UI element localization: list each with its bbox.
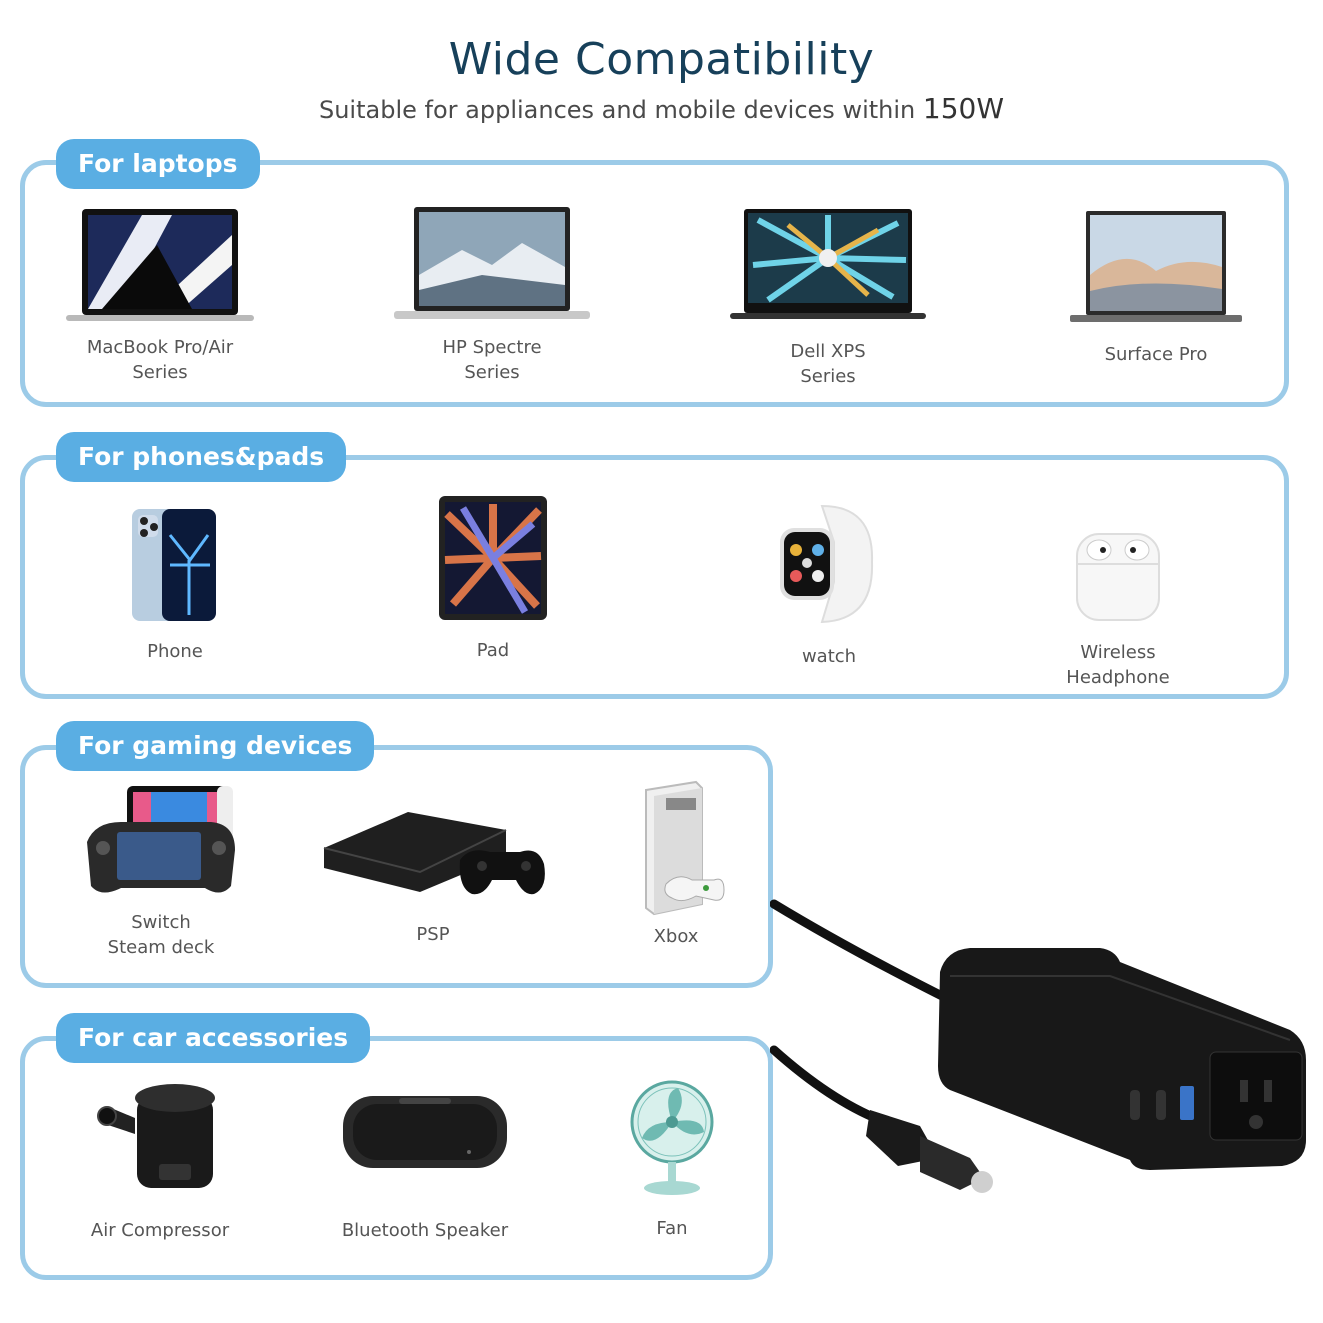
phones-tag: For phones&pads bbox=[56, 432, 347, 482]
gaming-item-xbox: Xbox bbox=[606, 780, 746, 949]
phone-item-watch: watch bbox=[754, 502, 904, 669]
pad-label: Pad bbox=[476, 640, 510, 661]
phone-item-pad: Pad bbox=[418, 494, 568, 663]
handheld-console-icon bbox=[87, 786, 235, 893]
xbox-label: Xbox bbox=[653, 926, 699, 947]
laptop-item-surface: Surface Pro bbox=[1056, 205, 1256, 367]
car-plug-icon bbox=[866, 1110, 993, 1193]
tablet-icon bbox=[439, 496, 547, 620]
game-console-icon bbox=[323, 812, 545, 895]
phone-icon bbox=[132, 509, 216, 621]
car-tag: For car accessories bbox=[56, 1013, 371, 1063]
fan-icon bbox=[630, 1080, 714, 1195]
gaming-item-switch: Switch Steam deck bbox=[76, 782, 246, 960]
gaming-tag: For gaming devices bbox=[56, 721, 375, 771]
xbox-console-icon bbox=[645, 780, 725, 916]
air-compressor-icon bbox=[97, 1084, 215, 1188]
speaker-label: Bluetooth Speaker bbox=[341, 1220, 509, 1241]
dell-laptop-icon bbox=[730, 209, 926, 319]
laptop-item-dell: Dell XPS Series bbox=[728, 205, 928, 389]
inverter-body-icon bbox=[938, 948, 1306, 1170]
car-item-compressor: Air Compressor bbox=[80, 1078, 240, 1243]
phone-item-phone: Phone bbox=[100, 505, 250, 664]
bluetooth-speaker-icon bbox=[343, 1096, 507, 1168]
gaming-item-psp: PSP bbox=[318, 808, 548, 947]
phone-label: Phone bbox=[147, 641, 203, 662]
car-item-fan: Fan bbox=[610, 1078, 734, 1241]
watch-icon bbox=[780, 504, 874, 624]
power-inverter-product bbox=[770, 899, 1306, 1193]
laptop-label: HP Spectre Series bbox=[442, 337, 542, 383]
headphone-label: Wireless Headphone bbox=[1066, 642, 1170, 688]
macbook-icon bbox=[66, 209, 254, 321]
page-title: Wide Compatibility bbox=[448, 34, 875, 85]
laptop-item-macbook: MacBook Pro/Air Series bbox=[60, 205, 260, 385]
subtitle-text: Suitable for appliances and mobile devic… bbox=[318, 96, 916, 124]
psp-label: PSP bbox=[416, 924, 450, 945]
surface-laptop-icon bbox=[1070, 211, 1242, 322]
watch-label: watch bbox=[801, 646, 857, 667]
laptop-label: Dell XPS Series bbox=[790, 341, 866, 387]
fan-label: Fan bbox=[656, 1218, 688, 1239]
page-subtitle: Suitable for appliances and mobile devic… bbox=[0, 92, 1323, 125]
laptops-tag: For laptops bbox=[56, 139, 260, 189]
hp-laptop-icon bbox=[394, 207, 590, 319]
phone-item-headphone: Wireless Headphone bbox=[1043, 528, 1193, 690]
laptop-item-hp: HP Spectre Series bbox=[392, 205, 592, 385]
laptop-label: MacBook Pro/Air Series bbox=[86, 337, 234, 383]
wattage-value: 150W bbox=[922, 92, 1005, 125]
compressor-label: Air Compressor bbox=[90, 1220, 230, 1241]
switch-label: Switch Steam deck bbox=[107, 912, 215, 958]
laptop-label: Surface Pro bbox=[1104, 344, 1208, 365]
earbuds-case-icon bbox=[1076, 533, 1160, 621]
car-item-speaker: Bluetooth Speaker bbox=[330, 1092, 520, 1243]
